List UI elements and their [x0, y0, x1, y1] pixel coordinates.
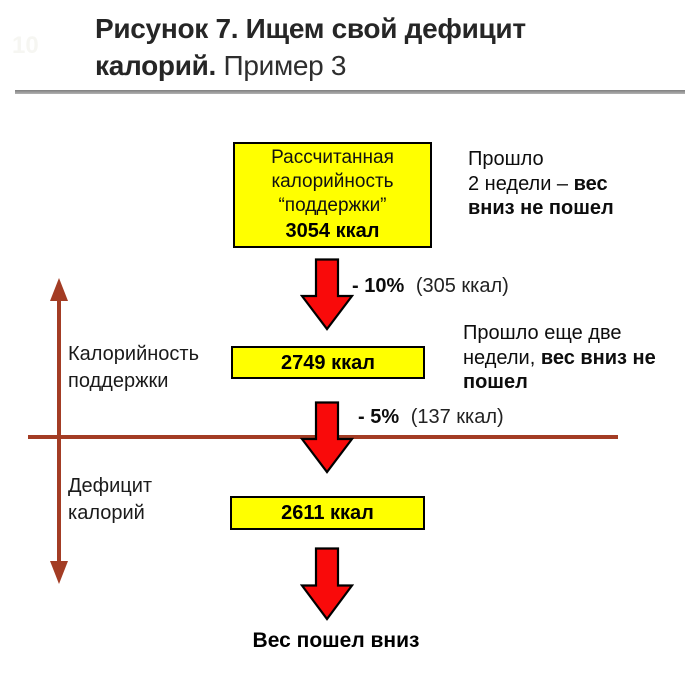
maintenance-box-line2: калорийность [271, 171, 394, 192]
note-two-weeks: Прошло 2 недели – вес вниз не пошел [468, 147, 614, 221]
axis-upper-line2: поддержки [68, 370, 169, 392]
step1-percent-label: - 10% (305 ккал) [352, 275, 509, 298]
page-title: Рисунок 7. Ищем свой дефицит калорий. Пр… [95, 10, 655, 84]
down-arrow-icon [300, 258, 354, 331]
step1-kcal: (305 ккал) [415, 275, 509, 297]
result-text: Вес пошел вниз [252, 629, 420, 652]
axis-upper-line1: Калорийность [68, 343, 200, 365]
step2-percent: - 5% [358, 406, 400, 428]
note2-line2-regular: недели, [463, 346, 541, 369]
maintenance-box-value: 3054 ккал [285, 220, 380, 242]
note-two-more-weeks: Прошло еще две недели, вес вниз не пошел [463, 321, 656, 395]
maintenance-calories-box: Рассчитанная калорийность “поддержки” 30… [233, 142, 432, 248]
axis-lower-line1: Дефицит [68, 475, 153, 497]
arrowhead-down-icon [50, 561, 68, 584]
step2-calories-box: 2611 ккал [230, 496, 425, 530]
step1-percent: - 10% [352, 275, 405, 297]
note2-line1: Прошло еще две [463, 322, 622, 344]
title-line1: Рисунок 7. Ищем свой дефицит [95, 13, 526, 44]
note2-line3-bold: пошел [463, 371, 528, 393]
page-number-watermark: 10 [12, 32, 39, 59]
down-arrow-icon [300, 547, 354, 621]
note1-line1: Прошло [468, 148, 544, 170]
step1-box-value: 2749 ккал [281, 351, 375, 374]
step2-percent-label: - 5% (137 ккал) [358, 406, 504, 429]
vertical-axis-double-arrow [50, 278, 68, 584]
title-line2-bold: калорий. [95, 50, 217, 81]
maintenance-box-line1: Рассчитанная [271, 147, 394, 168]
note1-line3-bold: вниз не пошел [468, 197, 614, 219]
axis-label-maintenance: Калорийность поддержки [68, 341, 199, 395]
note1-line2-regular: 2 недели – [468, 172, 574, 195]
note2-line2-bold: вес вниз не [540, 346, 656, 369]
title-line2-regular: Пример 3 [223, 50, 347, 81]
maintenance-box-line3: “поддержки” [278, 195, 387, 216]
arrowhead-up-icon [50, 278, 68, 301]
title-divider [15, 90, 685, 94]
step2-box-value: 2611 ккал [281, 502, 374, 524]
step2-kcal: (137 ккал) [410, 406, 504, 428]
step1-calories-box: 2749 ккал [231, 346, 425, 379]
down-arrow-icon [300, 401, 354, 474]
axis-lower-line2: калорий [68, 502, 145, 524]
axis-label-deficit: Дефицит калорий [68, 473, 152, 527]
note1-line2-bold: вес [573, 172, 608, 195]
